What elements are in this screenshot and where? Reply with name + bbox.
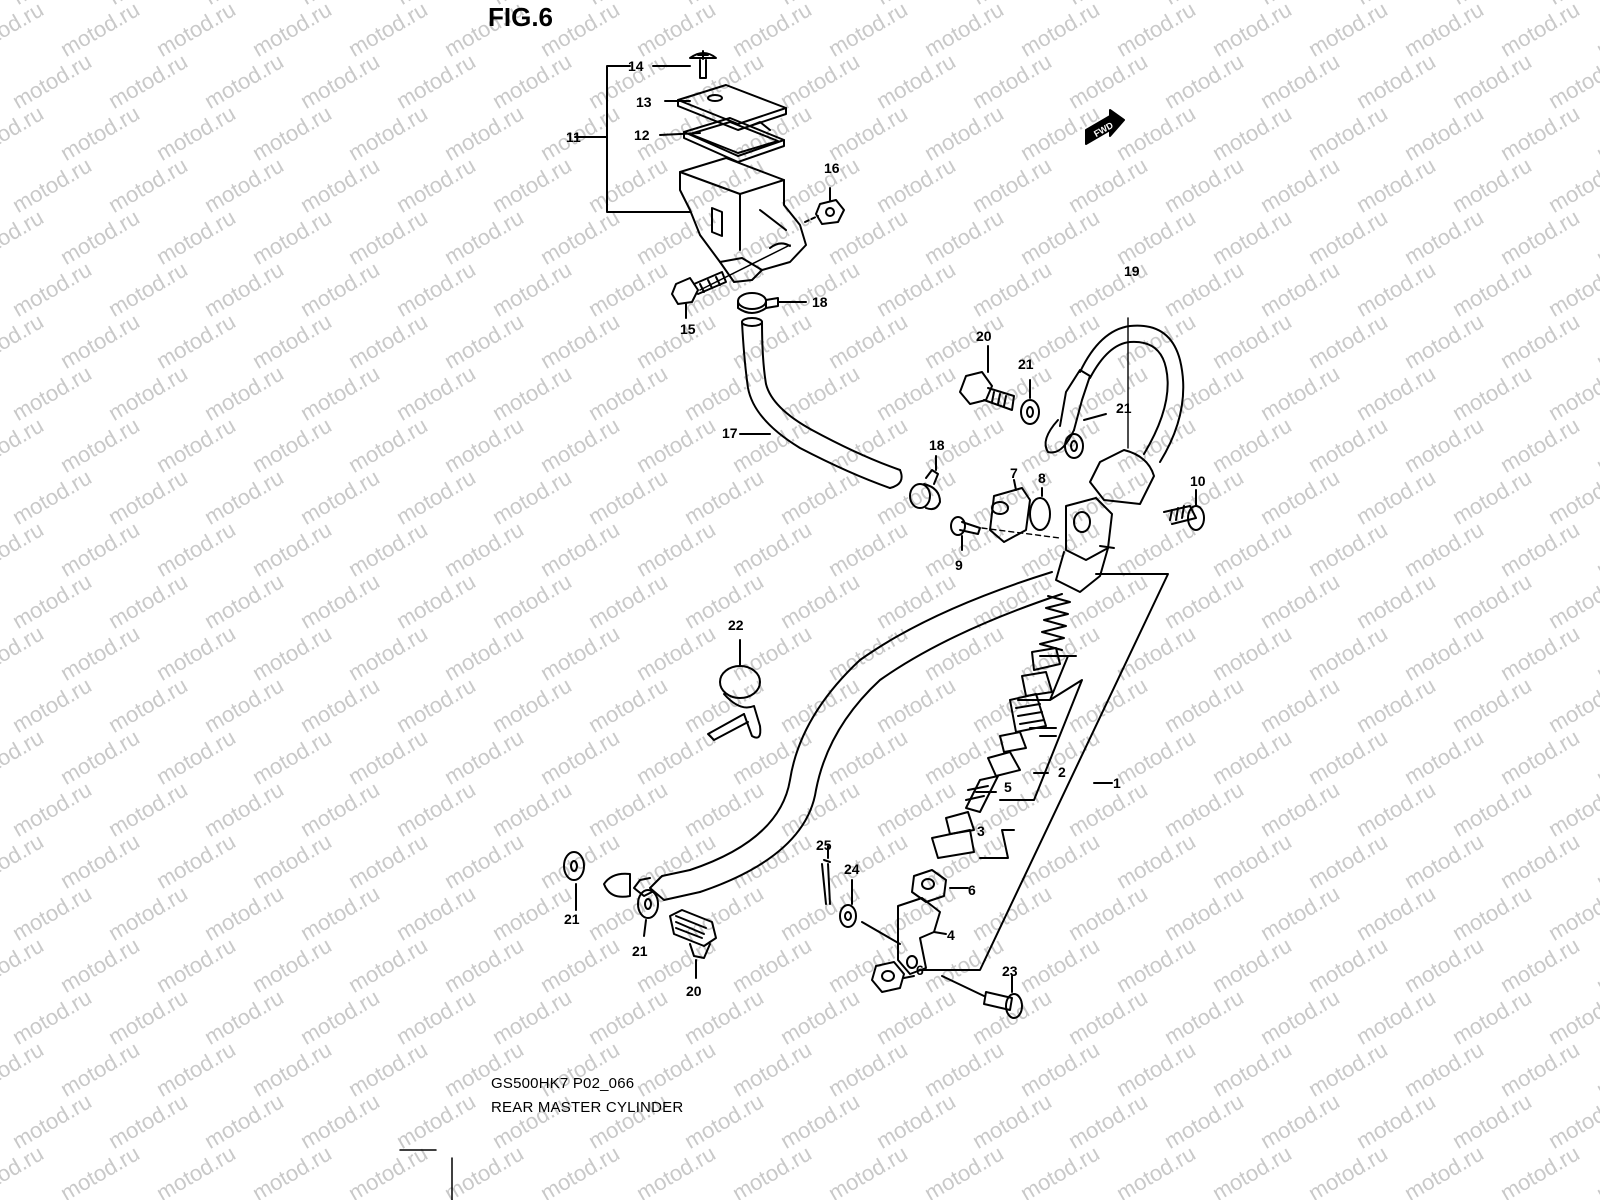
part-label-19: 19 (1124, 263, 1140, 279)
reservoir-11 (679, 157, 807, 291)
part-label-18: 18 (812, 294, 828, 310)
bracket-1 (919, 573, 1169, 971)
part-label-3: 3 (977, 823, 985, 839)
part-label-7: 7 (1010, 465, 1018, 481)
part-label-11: 11 (566, 129, 581, 145)
part-label-9: 9 (955, 557, 963, 573)
part-label-16: 16 (824, 160, 840, 176)
clevis-4 (897, 897, 947, 975)
washer-21-lower-b (637, 889, 659, 919)
nut-16 (804, 187, 845, 225)
bracket-2 (999, 655, 1083, 801)
reservoir-cap-13 (677, 84, 787, 131)
part-label-21: 21 (632, 943, 648, 959)
part-label-21: 21 (1116, 400, 1132, 416)
bolt-15 (671, 271, 727, 319)
part-label-20: 20 (976, 328, 992, 344)
part-label-6: 6 (916, 962, 924, 978)
part-label-10: 10 (1190, 473, 1206, 489)
washer-21-top-a (1020, 399, 1040, 425)
spring (1039, 595, 1071, 651)
part-label-2: 2 (1058, 764, 1066, 780)
part-label-22: 22 (728, 617, 744, 633)
washer-21-lower-a (563, 851, 585, 881)
screw-14 (689, 50, 717, 79)
nut-6-lower (871, 961, 915, 993)
screw-9 (950, 516, 1061, 551)
clamp-18-top (737, 292, 807, 314)
part-label-25: 25 (816, 837, 832, 853)
figure-title: FIG.6 (488, 2, 554, 32)
clamp-18-lower (909, 455, 941, 511)
bracket-3 (979, 727, 1057, 859)
part-label-20: 20 (686, 983, 702, 999)
part-label-17: 17 (722, 425, 738, 441)
hose-19 (1044, 317, 1185, 505)
part-label-14: 14 (628, 58, 644, 74)
pin-23 (941, 975, 1023, 1019)
diagram-caption: REAR MASTER CYLINDER (491, 1099, 684, 1116)
brake-hose (603, 571, 1063, 901)
part-label-1: 1 (1113, 775, 1121, 791)
cotter-pin-25 (821, 845, 831, 905)
diaphragm-12 (683, 117, 785, 163)
master-cylinder-head (1055, 497, 1115, 593)
o-ring-8 (1029, 497, 1051, 531)
part-label-18: 18 (929, 437, 945, 453)
bracket-11 (606, 65, 691, 213)
washer-24 (839, 904, 857, 928)
part-label-6: 6 (968, 882, 976, 898)
clip-22 (707, 639, 762, 741)
part-label-21: 21 (564, 911, 580, 927)
bolt-10 (1163, 489, 1205, 531)
piston-assembly (931, 647, 1061, 859)
part-label-12: 12 (634, 127, 650, 143)
part-label-15: 15 (680, 321, 696, 337)
nut-6-upper (911, 869, 969, 903)
part-label-5: 5 (1004, 779, 1012, 795)
part-label-23: 23 (1002, 963, 1018, 979)
part-label-8: 8 (1038, 470, 1046, 486)
fwd-arrow-icon (1085, 109, 1125, 145)
banjo-bolt-20-lower (669, 909, 717, 979)
part-label-21: 21 (1018, 356, 1034, 372)
hose-17 (739, 317, 903, 489)
washer-21-top-b (1064, 433, 1084, 459)
part-label-13: 13 (636, 94, 652, 110)
connector-7 (989, 479, 1031, 543)
part-label-4: 4 (947, 927, 955, 943)
banjo-bolt-20-top (959, 345, 1015, 411)
part-label-24: 24 (844, 861, 860, 877)
model-code: GS500HK7 P02_066 (491, 1075, 635, 1092)
